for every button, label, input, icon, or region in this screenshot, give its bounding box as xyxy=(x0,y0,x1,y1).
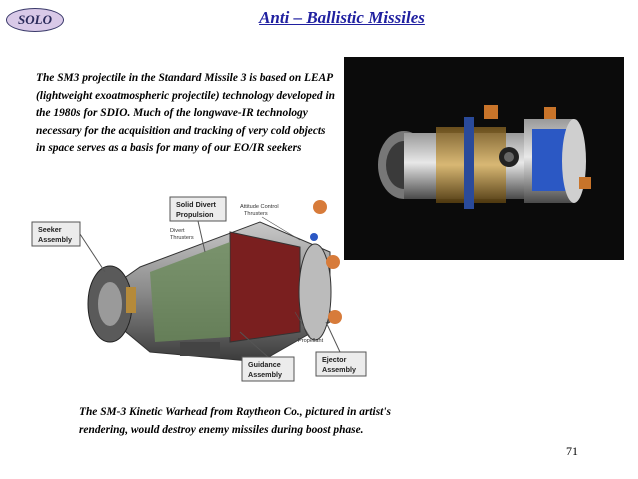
label-divert: Solid Divert xyxy=(176,200,217,209)
label-attitude: Attitude Control xyxy=(240,204,279,210)
page-number: 71 xyxy=(566,444,578,458)
label-ejector: Ejector xyxy=(322,355,347,364)
label-ejector-2: Assembly xyxy=(322,365,356,374)
kinetic-warhead-photo xyxy=(344,57,624,260)
figure-caption: The SM-3 Kinetic Warhead from Raytheon C… xyxy=(79,406,391,436)
label-seeker-2: Assembly xyxy=(38,235,72,244)
label-propellant: Propellant xyxy=(298,338,324,344)
kinetic-warhead-photo-art xyxy=(378,105,591,209)
solo-badge-label: SOLO xyxy=(18,12,52,27)
label-divert-thrusters-2: Thrusters xyxy=(170,235,194,241)
attitude-thruster xyxy=(313,200,327,214)
warhead-cutaway-diagram: Seeker Assembly Solid Divert Propulsion … xyxy=(31,196,367,382)
label-attitude-2: Thrusters xyxy=(244,211,268,217)
intro-paragraph: The SM3 projectile in the Standard Missi… xyxy=(36,72,335,154)
solo-badge: SOLO xyxy=(6,8,64,32)
label-seeker: Seeker xyxy=(38,225,62,234)
label-guidance: Guidance xyxy=(248,360,281,369)
page-title: Anti – Ballistic Missiles xyxy=(259,8,425,27)
label-divert-thrusters: Divert xyxy=(170,228,185,234)
label-guidance-2: Assembly xyxy=(248,370,282,379)
label-divert-2: Propulsion xyxy=(176,210,214,219)
